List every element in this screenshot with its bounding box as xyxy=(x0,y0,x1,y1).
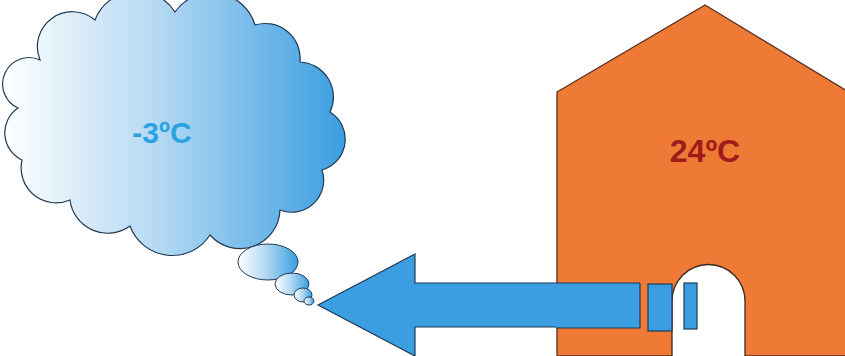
arrow-edge-line xyxy=(556,327,640,328)
cloud-group xyxy=(3,0,346,305)
arrow-body-extension xyxy=(556,283,640,328)
doorway xyxy=(672,265,745,356)
heat-flow-arrow xyxy=(318,254,557,356)
arrow-edge-line xyxy=(556,282,640,283)
temperature-label: -3ºC xyxy=(102,116,222,150)
cloud-shape xyxy=(10,0,318,310)
cloud-outline xyxy=(3,0,346,256)
arrow-edge-line xyxy=(639,283,640,328)
temperature-label: 24ºC xyxy=(645,133,765,170)
thought-bubble xyxy=(304,297,314,305)
thought-cloud: -3ºC xyxy=(10,0,318,310)
house-outline xyxy=(557,5,845,356)
arrow-segment xyxy=(648,284,672,331)
arrow-segment xyxy=(684,283,697,329)
edge-group xyxy=(318,254,557,356)
